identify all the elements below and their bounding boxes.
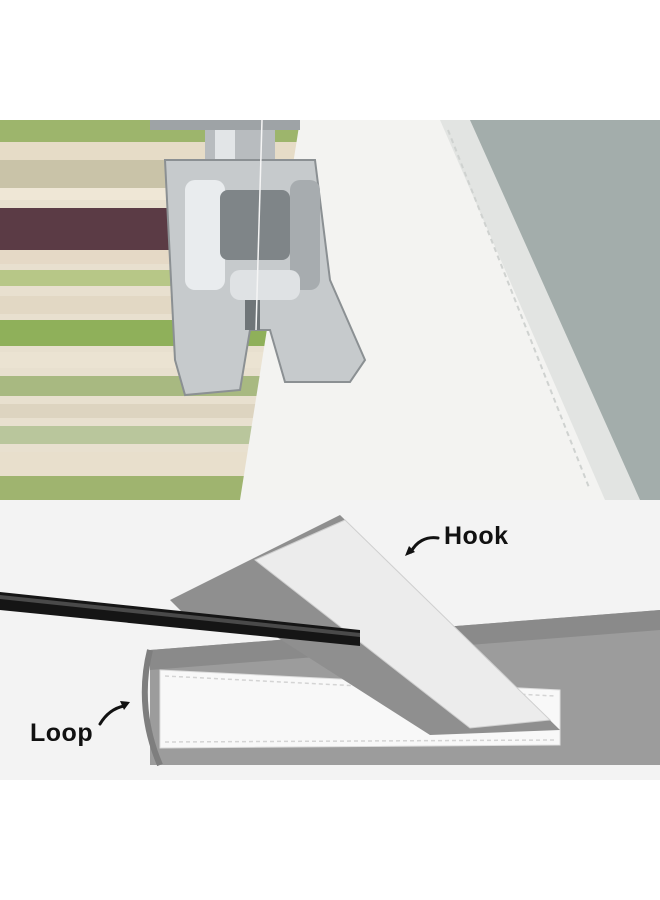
hook-label: Hook [444, 522, 509, 550]
sewing-machine-photo [0, 120, 660, 500]
sewing-scene-illustration [0, 120, 660, 500]
loop-label: Loop [30, 719, 94, 747]
hook-arrow-icon [405, 536, 440, 556]
hook-loop-illustration [0, 500, 660, 780]
hook-loop-tape-photo [0, 500, 660, 780]
loop-arrow-icon [98, 701, 130, 726]
